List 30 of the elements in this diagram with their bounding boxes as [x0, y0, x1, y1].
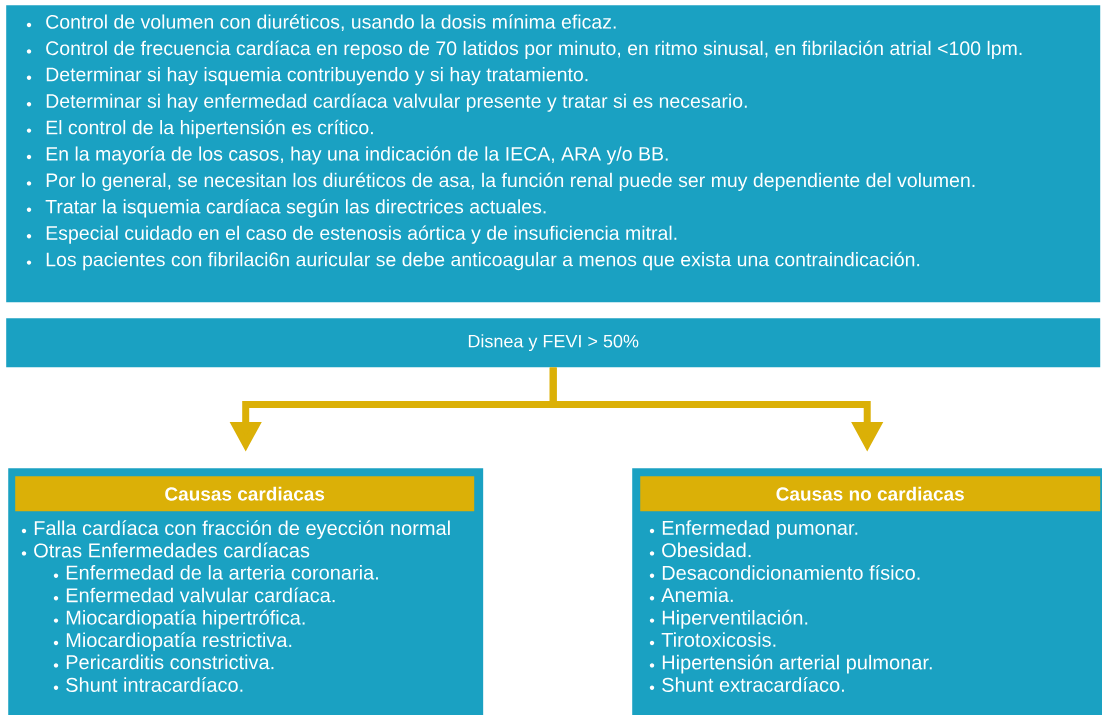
header-band: Causas cardiacas: [15, 476, 475, 512]
list-item: Tirotoxicosis.: [661, 632, 776, 647]
list-item: Enfermedad de la arteria coronaria.: [66, 565, 378, 580]
list-item: Pericarditis constrictiva.: [66, 654, 274, 670]
list-item: Enfermedad valvular cardíaca.: [66, 587, 335, 603]
header-band: Causas no cardiacas: [640, 476, 1101, 512]
list-item: Shunt intracardíaco.: [66, 677, 243, 692]
list-item: Obesidad.: [662, 542, 751, 558]
list-item: El control de la hipertensión es crítico.: [46, 119, 373, 139]
list-item: Por lo general, se necesitan los diuréticos de asa, la función renal puede ser muy dependiente del volumen.: [46, 172, 975, 191]
list-item: Otras Enfermedades cardíacas: [34, 542, 310, 558]
list-item: En la mayoría de los casos, hay una indicación de la IECA, ARA y/o BB.: [46, 146, 668, 165]
list-item: Falla cardíaca con fracción de eyección normal: [34, 520, 450, 540]
list-item: Determinar si hay enfermedad cardíaca valvular presente y tratar si es necesario.: [46, 93, 747, 112]
list-item: Enfermedad pumonar.: [662, 520, 858, 539]
list-item: Miocardiopatía hipertrófica.: [66, 609, 305, 629]
list-item: Tratar la isquemia cardíaca según las directrices actuales.: [45, 199, 546, 218]
list-item: Hiperventilación.: [662, 609, 808, 629]
list-item: Los pacientes con fibrilaci6n auricular se debe anticoagular a menos que exista una contraindicación.: [46, 251, 920, 271]
list-item: Desacondicionamiento físico.: [662, 565, 920, 580]
list-item: Anemia.: [661, 587, 733, 603]
list-item: Hipertensión arterial pulmonar.: [662, 654, 932, 674]
list-item: Control de frecuencia cardíaca en reposo de 70 latidos por minuto, en ritmo sinusal, en fibrilación atrial <100 lpm.: [46, 40, 1022, 59]
list-item: Control de volumen con diuréticos, usando la dosis mínima eficaz.: [46, 14, 616, 32]
list-item: Miocardiopatía restrictiva.: [66, 632, 292, 652]
title-bar: Disnea y FEVI > 50%: [6, 318, 1101, 368]
text-box: [6, 5, 1101, 303]
list-item: Especial cuidado en el caso de estenosis aórtica y de insuficiencia mitral.: [46, 225, 677, 244]
list-item: Shunt extracardíaco.: [662, 677, 844, 692]
list-item: Determinar si hay isquemia contribuyendo y si hay tratamiento.: [46, 67, 588, 86]
